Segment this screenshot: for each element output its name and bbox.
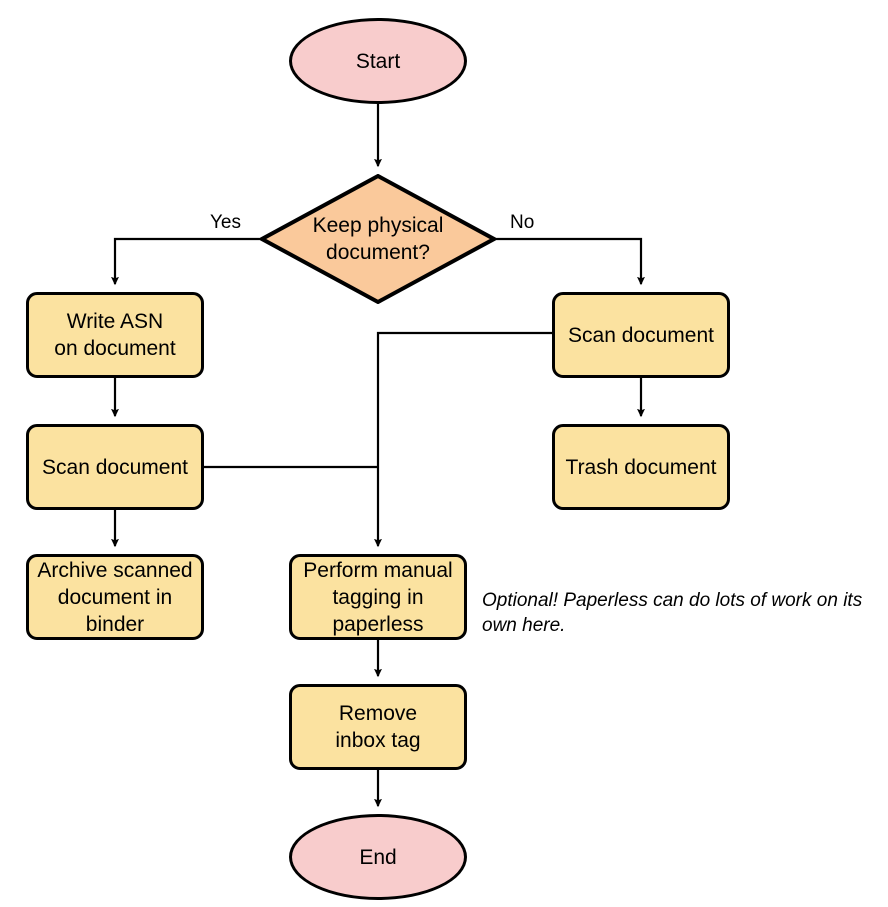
node-trash[interactable]: Trash document — [552, 424, 730, 510]
node-decision-label: Keep physical document? — [312, 214, 444, 264]
node-scan-left-label: Scan document — [42, 455, 188, 479]
node-trash-label: Trash document — [565, 455, 717, 479]
node-scan-right-label: Scan document — [568, 323, 714, 347]
node-archive-label: Archive scanned document in binder — [37, 558, 193, 636]
node-archive[interactable]: Archive scanned document in binder — [26, 554, 204, 640]
node-scan-right[interactable]: Scan document — [552, 292, 730, 378]
node-remove-inbox[interactable]: Remove inbox tag — [289, 684, 467, 770]
decision-diamond-shape — [260, 174, 496, 304]
node-write-asn-label: Write ASN on document — [54, 310, 176, 360]
node-end-label: End — [359, 845, 397, 869]
edge-decision-yes-to-write-asn — [111, 237, 260, 286]
edge-decision-no-to-scan-right — [496, 237, 645, 286]
node-start-label: Start — [355, 49, 401, 73]
edge-label-yes-label: Yes — [210, 212, 241, 233]
node-start[interactable]: Start — [289, 18, 467, 104]
edge-label-no-label: No — [510, 212, 535, 233]
note-optional-note: Optional! Paperless can do lots of work … — [482, 590, 863, 636]
edge-scan-right-to-tagging — [374, 331, 552, 548]
node-scan-left[interactable]: Scan document — [26, 424, 204, 510]
node-remove-inbox-label: Remove inbox tag — [335, 702, 421, 752]
node-manual-tagging[interactable]: Perform manual tagging in paperless — [289, 554, 467, 640]
node-decision[interactable]: Keep physical document? — [260, 174, 496, 304]
node-end[interactable]: End — [289, 814, 467, 900]
node-write-asn[interactable]: Write ASN on document — [26, 292, 204, 378]
node-manual-tagging-label: Perform manual tagging in paperless — [303, 558, 453, 636]
